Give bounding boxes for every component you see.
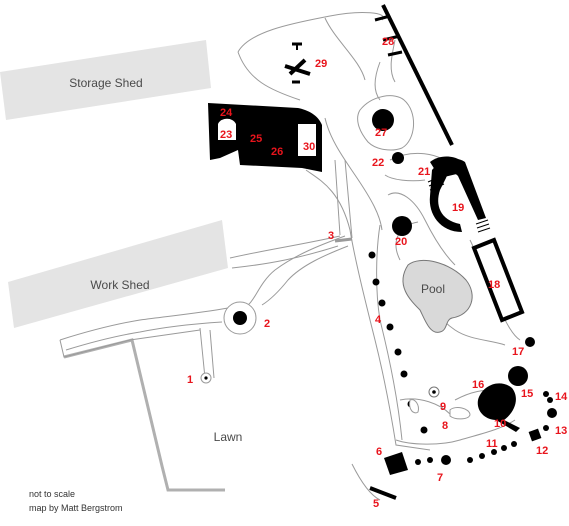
curved-walkway [59, 235, 349, 384]
main-house-structure [208, 103, 322, 172]
feature-16-shrub [477, 383, 542, 442]
marker-23: 23 [220, 129, 232, 141]
marker-16: 16 [472, 379, 484, 391]
pool: Pool [402, 259, 473, 333]
marker-30: 30 [303, 141, 315, 153]
marker-7: 7 [437, 472, 443, 484]
pool-label: Pool [421, 282, 445, 296]
boundary-wall [374, 4, 454, 146]
lawn-label: Lawn [214, 430, 243, 444]
marker-17: 17 [512, 346, 524, 358]
marker-18: 18 [488, 279, 500, 291]
feature-6-block [384, 452, 408, 475]
work-shed: Work Shed [8, 220, 228, 328]
map-author: map by Matt Bergstrom [29, 503, 123, 513]
marker-9: 9 [440, 401, 446, 413]
marker-25: 25 [250, 133, 262, 145]
marker-21: 21 [418, 166, 430, 178]
marker-6: 6 [376, 446, 382, 458]
marker-labels: 1 2 3 4 5 6 7 8 9 10 11 12 13 14 15 16 1… [187, 36, 568, 510]
scale-note: not to scale [29, 489, 75, 499]
small-beds [409, 399, 471, 420]
marker-27: 27 [375, 127, 387, 139]
marker-28: 28 [382, 36, 394, 48]
feature-21-planter [430, 156, 465, 178]
marker-4: 4 [375, 314, 382, 326]
work-shed-label: Work Shed [90, 278, 149, 292]
marker-8: 8 [442, 420, 448, 432]
marker-12: 12 [536, 445, 548, 457]
marker-20: 20 [395, 236, 407, 248]
gate-3 [334, 237, 353, 243]
marker-2: 2 [264, 318, 270, 330]
marker-11: 11 [486, 438, 498, 450]
marker-19: 19 [452, 202, 464, 214]
marker-24: 24 [220, 107, 233, 119]
marker-14: 14 [555, 391, 568, 403]
lawn-area: Lawn [63, 338, 243, 492]
marker-29: 29 [315, 58, 327, 70]
marker-13: 13 [555, 425, 567, 437]
feature-18-bed [471, 237, 525, 323]
storage-shed-label: Storage Shed [69, 76, 142, 90]
marker-22: 22 [372, 157, 384, 169]
marker-15: 15 [521, 388, 533, 400]
feature-29-signpost [284, 42, 311, 84]
marker-10: 10 [494, 418, 506, 430]
marker-3: 3 [328, 230, 334, 242]
storage-shed: Storage Shed [0, 40, 211, 120]
marker-5: 5 [373, 498, 379, 510]
marker-26: 26 [271, 146, 283, 158]
marker-1: 1 [187, 374, 193, 386]
feature-5-bench [369, 486, 397, 500]
credits: not to scale map by Matt Bergstrom [29, 489, 123, 513]
